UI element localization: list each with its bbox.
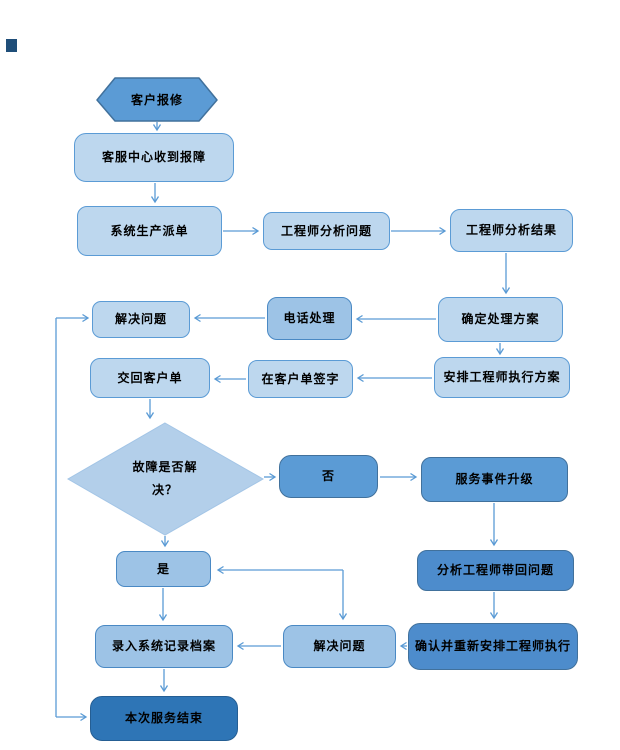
diamond-shape — [66, 422, 265, 536]
node-solve-problem: 解决问题 — [92, 301, 190, 338]
node-bring-back: 分析工程师带回问题 — [417, 550, 574, 591]
node-no: 否 — [279, 455, 378, 498]
node-arrange-engineer: 安排工程师执行方案 — [434, 357, 570, 398]
node-yes: 是 — [116, 551, 211, 587]
node-start: 客户报修 — [130, 92, 183, 107]
node-escalate: 服务事件升级 — [421, 457, 568, 502]
node-analyze-result: 工程师分析结果 — [450, 209, 573, 252]
connectors — [55, 122, 511, 722]
corner-mark — [6, 39, 17, 52]
node-sign-order: 在客户单签字 — [248, 360, 353, 398]
node-solve-problem-2: 解决问题 — [283, 625, 396, 668]
node-end: 本次服务结束 — [90, 696, 238, 741]
node-rearrange: 确认并重新安排工程师执行 — [408, 623, 578, 670]
hexagon-shape — [96, 77, 218, 122]
node-dispatch: 系统生产派单 — [77, 206, 222, 256]
node-decision: 故障是否解决？ — [132, 460, 198, 497]
node-confirm-plan: 确定处理方案 — [438, 297, 563, 342]
node-return-order: 交回客户单 — [90, 358, 210, 398]
node-analyze-problem: 工程师分析问题 — [263, 212, 390, 250]
node-receive: 客服中心收到报障 — [74, 133, 234, 182]
node-phone-handle: 电话处理 — [267, 297, 352, 340]
node-record: 录入系统记录档案 — [95, 625, 233, 668]
